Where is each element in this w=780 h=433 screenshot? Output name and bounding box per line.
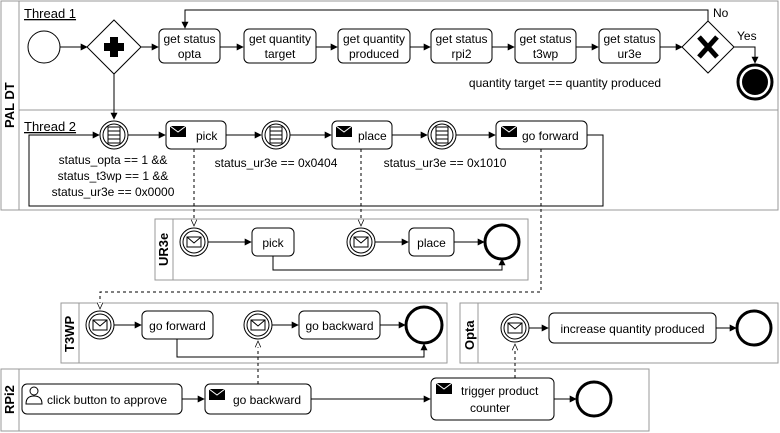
task-increase-quantity[interactable]: increase quantity produced [548,312,717,344]
end-event-opta[interactable] [735,309,773,347]
envelope-icon [353,236,369,248]
task-label: go forward [149,319,206,333]
pool-ur3e: UR3e pick place [154,218,529,281]
message-start-go-backward[interactable] [243,310,273,340]
task-label: click button to approve [47,393,167,407]
pool-t3wp-label: T3WP [62,316,77,352]
task-get-status-opta[interactable]: get status opta [158,28,221,64]
condition-line: status_ur3e == 0x0000 [52,185,175,199]
condition-line: status_t3wp == 1 && [58,169,169,183]
pool-opta-label: Opta [462,320,477,350]
message-start-place[interactable] [346,227,376,257]
gateway-label-no: No [713,6,729,20]
task-get-quantity-target[interactable]: get quantity target [243,28,317,64]
gateway-label-yes: Yes [737,29,757,43]
task-send-pick[interactable]: pick [165,120,227,150]
flow-forward-to-end [176,339,428,358]
task-label: pick [196,129,218,143]
pool-pal-dt-label: PAL DT [2,82,17,128]
pool-t3wp: T3WP go forward go backward [60,302,448,364]
task-line1: get quantity [249,32,311,46]
task-line1: get status [519,32,571,46]
exclusive-gateway[interactable] [681,20,735,74]
task-send-go-forward[interactable]: go forward [495,120,588,150]
task-send-place[interactable]: place [331,120,393,150]
task-line1: get status [603,32,655,46]
pool-rpi2: RPi2 click button to approve go backward… [0,368,650,432]
task-line1: get status [163,32,215,46]
thread1-label: Thread 1 [24,6,76,21]
task-label: go backward [305,319,373,333]
condition-ur3e-0404: status_ur3e == 0x0404 [215,156,338,170]
task-label: increase quantity produced [560,322,704,336]
task-label: go forward [522,129,579,143]
envelope-icon [186,236,202,248]
pool-rpi2-label: RPi2 [2,385,17,414]
envelope-icon [169,125,187,138]
task-t3wp-go-forward[interactable]: go forward [141,310,214,340]
user-icon [25,386,43,405]
task-line2: target [265,47,296,61]
task-line2: opta [178,47,202,61]
envelope-icon [507,322,523,334]
task-line2: produced [349,47,399,61]
task-get-quantity-produced[interactable]: get quantity produced [337,28,411,64]
signal-wait-1[interactable] [99,120,129,150]
envelope-icon [208,388,226,401]
message-flows [100,149,542,384]
end-event-thread1[interactable] [736,63,774,101]
flow-yes [734,46,759,64]
task-line2: t3wp [533,47,559,61]
envelope-icon [435,382,453,395]
gateway-condition: quantity target == quantity produced [469,76,661,90]
flow-pick-to-end [272,256,506,271]
flow-no-loop [181,9,709,29]
flow-thread2-loop [28,131,604,207]
task-get-status-rpi2[interactable]: get status rpi2 [430,28,493,64]
task-line1: trigger product [461,384,539,398]
envelope-icon [500,125,518,138]
envelope-icon [335,125,353,138]
task-line2: counter [470,401,510,415]
pool-ur3e-frame [154,218,529,281]
task-ur3e-place[interactable]: place [408,227,455,257]
thread2-label: Thread 2 [24,119,76,134]
task-trigger-product-counter[interactable]: trigger product counter [430,377,555,421]
task-send-go-backward[interactable]: go backward [204,383,312,415]
task-t3wp-go-backward[interactable]: go backward [298,310,381,340]
end-event-rpi2[interactable] [575,380,613,418]
task-line2: rpi2 [451,47,471,61]
start-event[interactable] [27,30,61,64]
thread2-flow: pick place go forward st [28,120,604,207]
task-label: place [358,129,387,143]
condition-ur3e-1010: status_ur3e == 0x1010 [384,156,507,170]
message-start-opta[interactable] [500,313,530,343]
task-click-approve[interactable]: click button to approve [21,383,183,415]
signal-wait-3[interactable] [427,120,457,150]
task-label: go backward [233,393,301,407]
condition-line: status_opta == 1 && [59,153,168,167]
thread1-flow: get status opta get quantity target get … [27,6,774,120]
signal-wait-2[interactable] [261,120,291,150]
task-label: pick [262,236,284,250]
pool-ur3e-label: UR3e [156,233,171,266]
pool-opta: Opta increase quantity produced [459,302,779,364]
task-line1: get quantity [343,32,405,46]
task-line2: ur3e [617,47,641,61]
end-event-t3wp[interactable] [404,305,444,345]
message-start-go-forward[interactable] [85,310,115,340]
envelope-icon [92,319,108,331]
task-get-status-ur3e[interactable]: get status ur3e [598,28,661,64]
task-get-status-t3wp[interactable]: get status t3wp [514,28,577,64]
end-event-ur3e[interactable] [483,223,521,261]
task-ur3e-pick[interactable]: pick [251,227,295,257]
envelope-icon [250,319,266,331]
task-line1: get status [435,32,487,46]
task-label: place [417,236,446,250]
message-start-pick[interactable] [179,227,209,257]
